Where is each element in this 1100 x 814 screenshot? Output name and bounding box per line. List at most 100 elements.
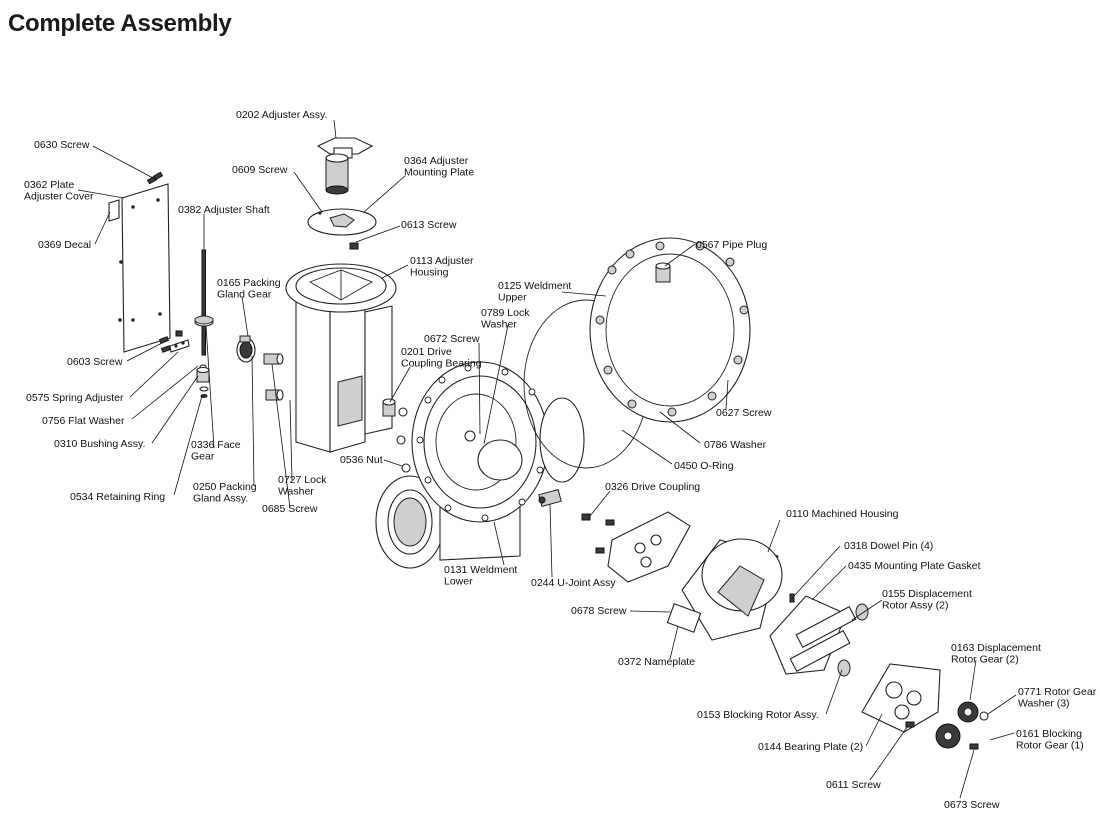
callout-line: 0789 Lock [481, 307, 530, 319]
callout-0534: 0534 Retaining Ring [70, 491, 165, 503]
page-title: Complete Assembly [8, 10, 232, 37]
callout-line: 0202 Adjuster Assy. [236, 109, 327, 121]
callout-line: 0113 Adjuster [410, 255, 474, 267]
callout-0144: 0144 Bearing Plate (2) [758, 741, 863, 753]
callout-line: Gear [191, 451, 215, 463]
adjuster-cover-plate-part [108, 183, 171, 353]
packing-gland-gear-part [236, 335, 256, 363]
callout-line: 0155 Displacement [882, 588, 972, 600]
callout-line: Mounting Plate [404, 167, 474, 179]
callout-line: Washer [278, 486, 314, 498]
weldment-upper-part [589, 237, 751, 423]
callout-line: 0336 Face [191, 439, 241, 451]
callout-0110: 0110 Machined Housing [786, 508, 899, 520]
callout-line: 0362 Plate [24, 179, 74, 191]
callout-line: 0727 Lock [278, 474, 327, 486]
callout-0310: 0310 Bushing Assy. [54, 438, 145, 450]
callout-line: Adjuster Cover [24, 191, 94, 203]
callout-line: 0603 Screw [67, 356, 123, 368]
callout-0603: 0603 Screw [67, 356, 123, 368]
callout-0786: 0786 Washer [704, 439, 767, 451]
callout-line: 0673 Screw [944, 799, 1000, 811]
machined-housing-part [666, 538, 783, 641]
callout-line: Rotor Gear (2) [951, 654, 1019, 666]
callout-line: 0310 Bushing Assy. [54, 438, 145, 450]
cover-screws-part [146, 171, 164, 185]
callout-0244: 0244 U-Joint Assy [531, 577, 616, 589]
callout-0153: 0153 Blocking Rotor Assy. [697, 709, 819, 721]
callout-line: Lower [444, 576, 473, 588]
callout-line: 0756 Flat Washer [42, 415, 125, 427]
callout-line: 0382 Adjuster Shaft [178, 204, 270, 216]
callout-0536: 0536 Nut [340, 454, 383, 466]
adjuster-screw-part [349, 242, 359, 250]
adjuster-shaft-part [194, 249, 214, 356]
callout-line: 0450 O-Ring [674, 460, 734, 472]
callout-0326: 0326 Drive Coupling [605, 481, 700, 493]
callout-line: 0163 Displacement [951, 642, 1041, 654]
callout-line: Washer (3) [1018, 698, 1070, 710]
spring-adjuster-part [158, 330, 190, 353]
callout-line: Washer [481, 319, 517, 331]
callout-line: 0326 Drive Coupling [605, 481, 700, 493]
callout-line: 0110 Machined Housing [786, 508, 899, 520]
callout-line: 0534 Retaining Ring [70, 491, 165, 503]
callout-line: 0125 Weldment [498, 280, 571, 292]
callout-0685: 0685 Screw [262, 503, 318, 515]
callout-0756: 0756 Flat Washer [42, 415, 125, 427]
callout-line: 0611 Screw [826, 779, 881, 791]
callout-0627: 0627 Screw [716, 407, 772, 419]
callout-line: Rotor Gear (1) [1016, 740, 1084, 752]
callout-0202: 0202 Adjuster Assy. [236, 109, 327, 121]
callout-line: 0627 Screw [716, 407, 772, 419]
callout-line: 0318 Dowel Pin (4) [844, 540, 933, 552]
callout-0611: 0611 Screw [826, 779, 881, 791]
callout-line: Housing [410, 267, 449, 279]
callout-0613: 0613 Screw [401, 219, 457, 231]
drive-coupling-bearing-part [382, 398, 396, 417]
callout-line: 0201 Drive [401, 346, 452, 358]
adjuster-housing-part [285, 263, 397, 453]
callout-line: Gland Gear [217, 289, 272, 301]
callout-0318: 0318 Dowel Pin (4) [844, 540, 933, 552]
leader-lines [77, 119, 1017, 799]
callout-line: Coupling Bearing [401, 358, 482, 370]
callout-0382: 0382 Adjuster Shaft [178, 204, 270, 216]
callout-line: 0131 Weldment [444, 564, 517, 576]
callout-line: 0435 Mounting Plate Gasket [848, 560, 981, 572]
adjuster-assembly-part [316, 137, 374, 195]
callout-line: 0364 Adjuster [404, 155, 469, 167]
callout-0575: 0575 Spring Adjuster [26, 392, 124, 404]
rotor-assembly-part [769, 593, 869, 677]
u-joint-assembly-part [538, 489, 562, 507]
callout-line: 0244 U-Joint Assy [531, 577, 616, 589]
bearing-plate-part [861, 663, 941, 733]
callout-line: Gland Assy. [193, 493, 248, 505]
callout-line: 0786 Washer [704, 439, 767, 451]
callout-line: 0372 Nameplate [618, 656, 695, 668]
callout-0630: 0630 Screw [34, 139, 90, 151]
callout-line: 0630 Screw [34, 139, 90, 151]
adjuster-mounting-plate-part [307, 208, 377, 236]
callout-line: Upper [498, 292, 527, 304]
callout-line: Rotor Assy (2) [882, 600, 949, 612]
callout-line: 0161 Blocking [1016, 728, 1082, 740]
callout-0372: 0372 Nameplate [618, 656, 695, 668]
callout-line: 0144 Bearing Plate (2) [758, 741, 863, 753]
callout-0673: 0673 Screw [944, 799, 1000, 811]
callout-line: 0567 Pipe Plug [696, 239, 767, 251]
callout-line: 0165 Packing [217, 277, 281, 289]
